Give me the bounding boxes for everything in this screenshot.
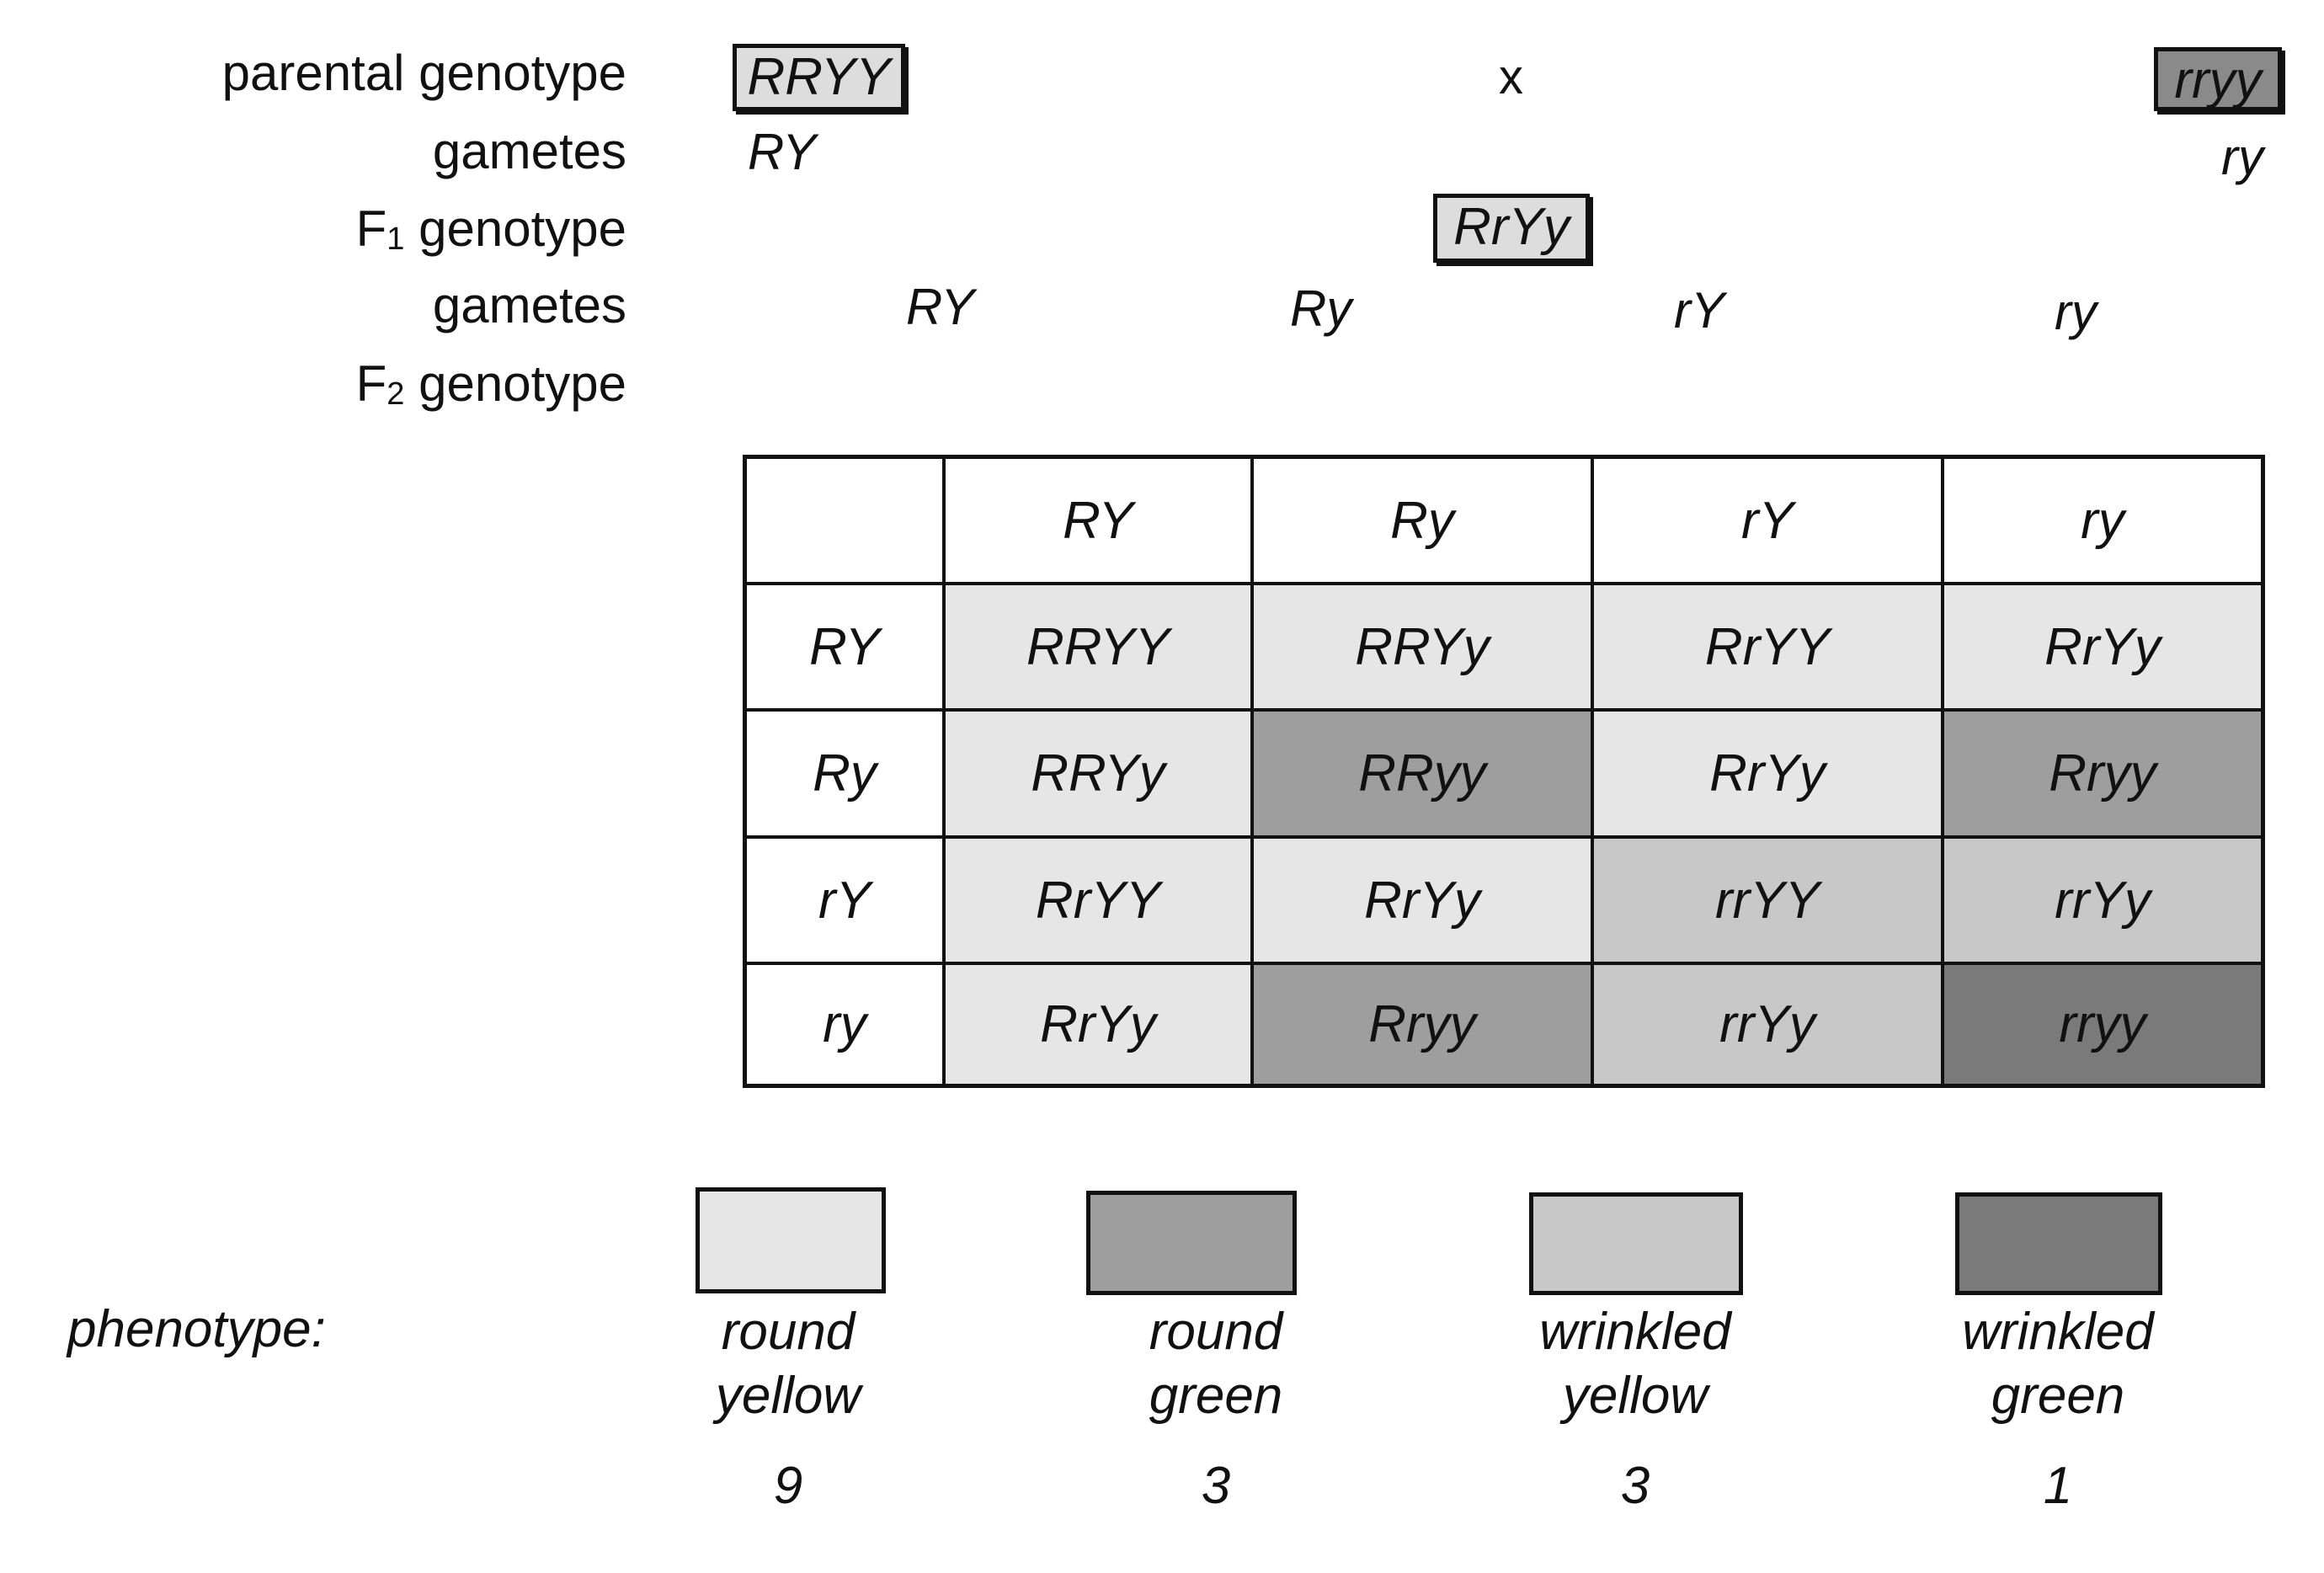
phenotype-name: round yellow (645, 1300, 931, 1428)
phenotype-name-line1: wrinkled (1962, 1303, 2154, 1361)
punnett-column-header: RY (946, 459, 1254, 585)
f1-gamete: RY (906, 279, 975, 335)
phenotype-name: round green (1073, 1300, 1359, 1428)
phenotype-name-line1: round (721, 1303, 856, 1361)
label-f1-genotype: F1 genotype (356, 200, 626, 269)
parent-gamete-left: RY (748, 124, 817, 180)
punnett-row-header: RY (747, 585, 946, 712)
punnett-corner-cell (747, 459, 946, 585)
f1-gamete: Ry (1290, 280, 1352, 337)
phenotype-swatch (1529, 1192, 1743, 1295)
punnett-cell: rryy (1944, 965, 2261, 1084)
punnett-row-header: rY (747, 839, 946, 965)
punnett-cell: RRYy (946, 712, 1254, 839)
phenotype-swatch (696, 1187, 886, 1293)
punnett-cell: RrYy (1254, 839, 1594, 965)
punnett-column-header: Ry (1254, 459, 1594, 585)
punnett-row-header: Ry (747, 712, 946, 839)
phenotype-name: wrinkled yellow (1492, 1300, 1778, 1428)
punnett-cell: RRyy (1254, 712, 1594, 839)
label-gametes-parental: gametes (432, 123, 626, 179)
parent-gamete-right: ry (2221, 129, 2263, 185)
phenotype-name-line2: green (1149, 1367, 1283, 1425)
label-f2-genotype: F2 genotype (356, 355, 626, 424)
punnett-cell: Rryy (1254, 965, 1594, 1084)
f1-gamete: ry (2055, 284, 2097, 340)
label-parental-genotype: parental genotype (221, 45, 626, 101)
punnett-cell: RrYy (1944, 585, 2261, 712)
phenotype-swatch (1955, 1192, 2162, 1295)
punnett-cell: rrYY (1594, 839, 1944, 965)
phenotype-swatch (1086, 1191, 1297, 1295)
punnett-column-header: ry (1944, 459, 2261, 585)
phenotype-name-line2: green (1991, 1367, 2125, 1425)
punnett-cell: RRYY (946, 585, 1254, 712)
phenotype-name-line2: yellow (1562, 1367, 1708, 1425)
f1-prefix: F (355, 200, 387, 257)
punnett-row-header: ry (747, 965, 946, 1084)
punnett-cell: RrYy (946, 965, 1254, 1084)
f1-subscript: 1 (386, 221, 405, 257)
f2-subscript: 2 (386, 376, 405, 412)
phenotype-name-line1: wrinkled (1539, 1303, 1731, 1361)
punnett-column-header: rY (1594, 459, 1944, 585)
cross-symbol: x (1499, 50, 1523, 104)
phenotype-name: wrinkled green (1915, 1300, 2201, 1428)
parent-genotype-right: rryy (2154, 47, 2282, 111)
f1-suffix: genotype (404, 200, 626, 257)
punnett-cell: RrYy (1594, 712, 1944, 839)
f1-genotype-box: RrYy (1433, 194, 1590, 263)
punnett-cell: rrYy (1594, 965, 1944, 1084)
phenotype-count: 9 (773, 1457, 803, 1515)
phenotype-name-line2: yellow (715, 1367, 861, 1425)
punnett-cell: RRYy (1254, 585, 1594, 712)
punnett-cell: RrYY (946, 839, 1254, 965)
phenotype-name-line1: round (1149, 1303, 1283, 1361)
punnett-cell: rrYy (1944, 839, 2261, 965)
phenotype-count: 3 (1620, 1457, 1650, 1515)
phenotype-count: 1 (2043, 1457, 2073, 1515)
phenotype-label: phenotype: (67, 1300, 326, 1358)
label-gametes-f1: gametes (432, 277, 626, 333)
punnett-cell: RrYY (1594, 585, 1944, 712)
f1-gamete: rY (1674, 282, 1724, 339)
f2-suffix: genotype (404, 355, 626, 412)
f2-prefix: F (355, 355, 387, 412)
parent-genotype-left: RRYY (733, 44, 905, 111)
phenotype-count: 3 (1201, 1457, 1231, 1515)
punnett-cell: Rryy (1944, 712, 2261, 839)
